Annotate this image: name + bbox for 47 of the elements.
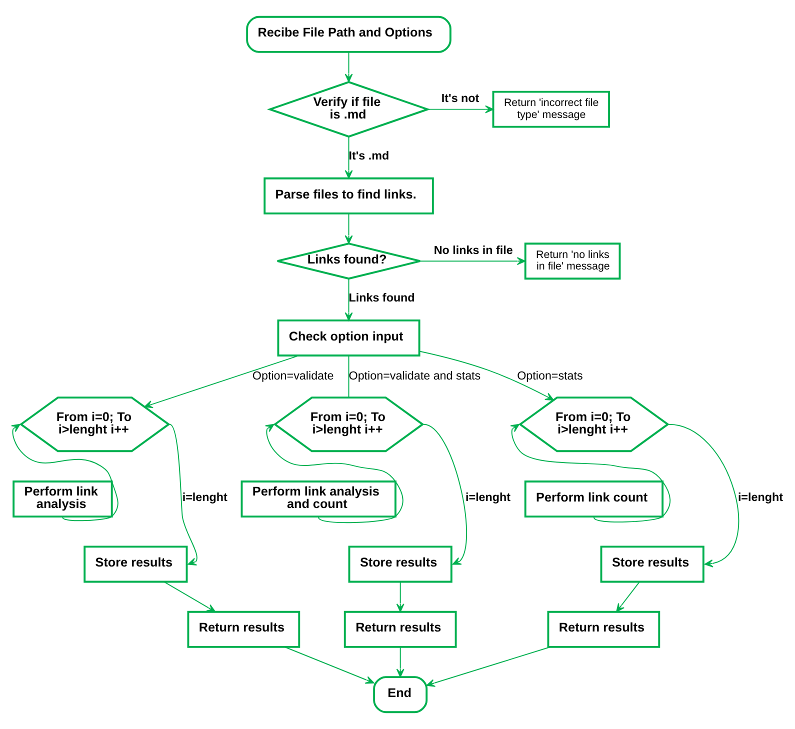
edge-label: i=lenght [466, 491, 511, 504]
arrow [426, 646, 551, 687]
arrow [418, 350, 554, 401]
arrow [344, 278, 353, 321]
node-diamond: Verify if file is .md [266, 81, 431, 138]
node-box: Return results [187, 610, 300, 648]
arrow [396, 581, 404, 612]
node-box: Parse files to find links. [264, 177, 434, 214]
arrow [423, 424, 468, 565]
node-box: Return 'no links in file' message [524, 242, 621, 280]
arrow [164, 581, 216, 612]
node-box: Perform link count [524, 480, 664, 518]
edge-label: Links found [348, 292, 415, 305]
arrow [344, 136, 353, 179]
arrow [344, 51, 353, 82]
edge-label: It's not [441, 92, 480, 106]
arrow [616, 581, 640, 612]
edge-label: Option=validate [252, 369, 334, 382]
node-box: Return results [344, 610, 457, 648]
node-box: Perform link analysis [12, 480, 113, 518]
node-box: Store results [348, 546, 452, 583]
arrow [510, 424, 671, 523]
arrow [264, 424, 404, 524]
arrow [668, 424, 740, 568]
edge-label: No links in file [434, 244, 513, 257]
node-box: End [373, 676, 428, 714]
edge-label: Option=stats [517, 369, 583, 382]
connector [348, 355, 350, 398]
node-box: Return 'incorrect file type' message [492, 90, 610, 128]
arrow [420, 257, 526, 266]
node-box: Check option input [277, 320, 420, 356]
node-diamond: Links found? [276, 242, 422, 280]
node-box: Perform link analysis and count [240, 480, 396, 518]
edge-label: i=lenght [182, 491, 228, 504]
arrow [396, 646, 404, 678]
arrow [427, 105, 494, 114]
edge-label: i=lenght [738, 491, 783, 504]
arrow [284, 646, 374, 684]
node-box: Store results [84, 546, 188, 583]
arrow [144, 355, 300, 408]
node-box: Return results [547, 610, 660, 648]
edge-label: It's .md [348, 150, 390, 163]
node-box: Store results [600, 546, 704, 583]
edge-label: Option=validate and stats [348, 369, 481, 382]
arrow [169, 424, 198, 566]
node-box: Recibe File Path and Options [246, 16, 452, 53]
arrow [344, 213, 353, 244]
